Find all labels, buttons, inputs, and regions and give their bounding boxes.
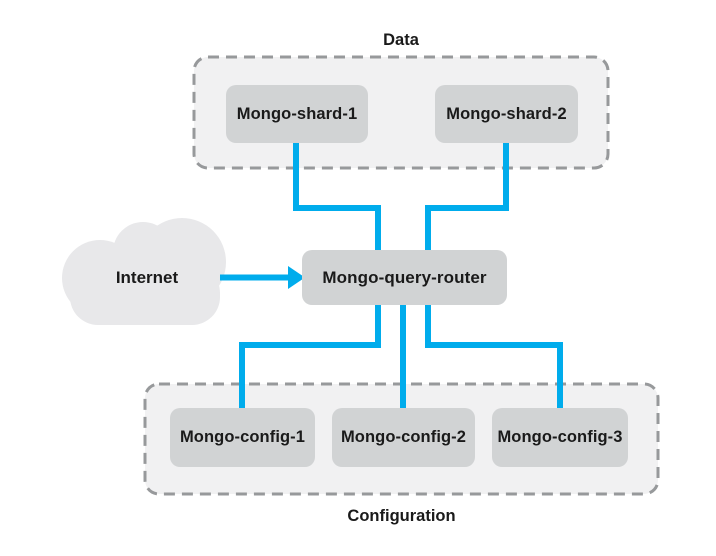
connector-router-to-config1 [239,305,381,408]
internet-label: Internet [115,268,179,287]
connector-router-to-config3 [425,305,563,408]
node-mongo-config-1: Mongo-config-1 [170,408,315,467]
node-mongo-config-2: Mongo-config-2 [332,408,475,467]
internet-to-router-arrow [220,266,305,289]
node-mongo-shard-1: Mongo-shard-1 [226,85,368,143]
data-group-label: Data [383,31,419,49]
node-mongo-shard-2: Mongo-shard-2 [435,85,578,143]
connector-shard1-to-router [293,143,381,250]
configuration-group-label: Configuration [347,507,456,525]
internet-cloud-icon [62,218,226,325]
connector-shard2-to-router [425,143,509,250]
node-mongo-config-3: Mongo-config-3 [492,408,628,467]
node-mongo-query-router: Mongo-query-router [302,250,507,305]
